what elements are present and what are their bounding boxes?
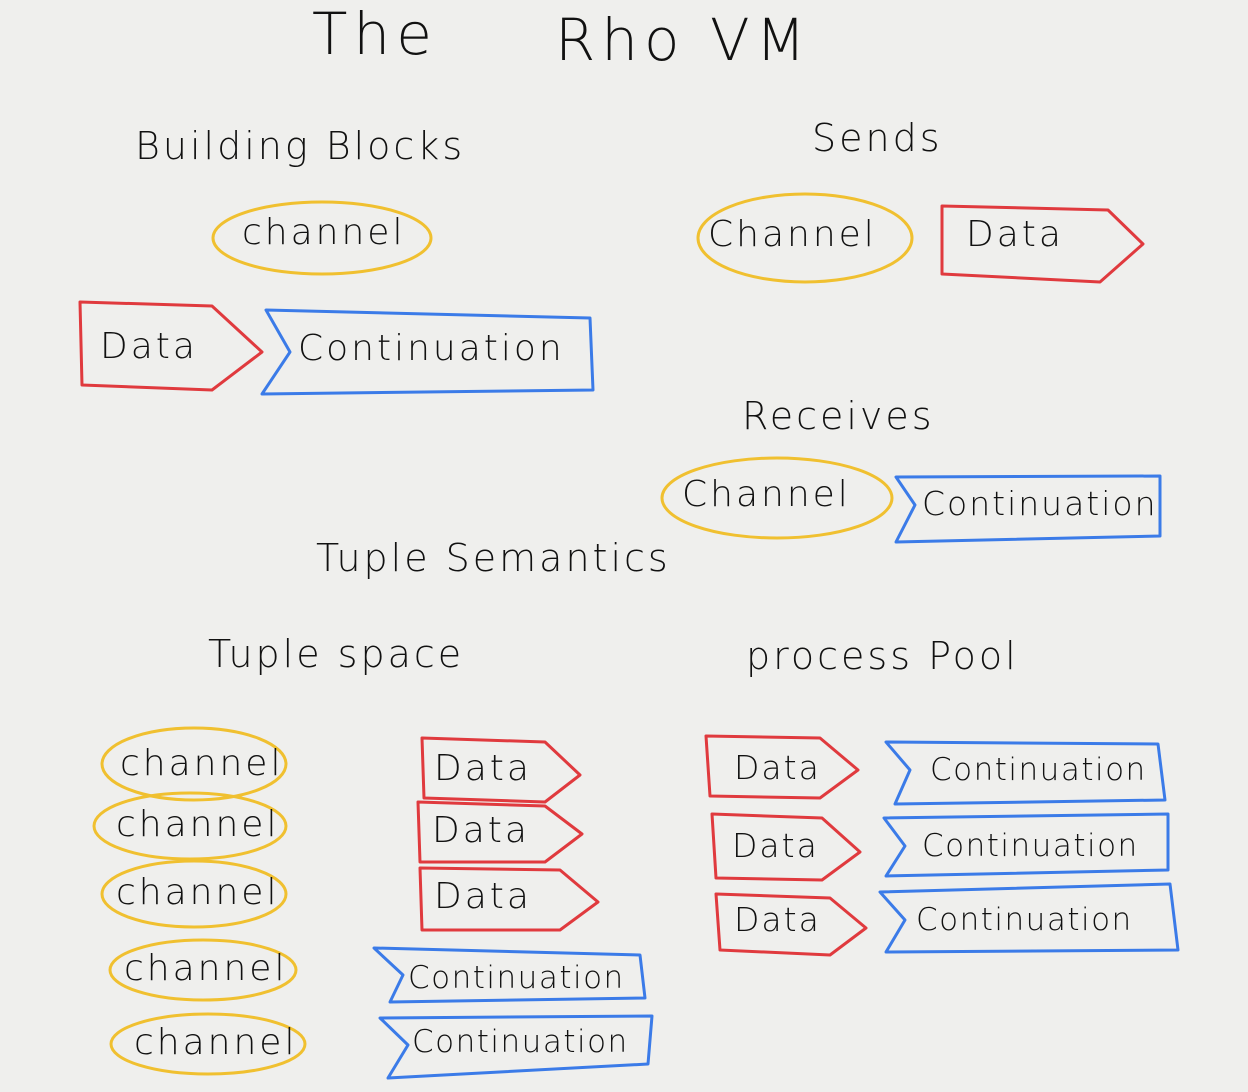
pp-continuation-label-1: Continuation [930, 752, 1147, 788]
heading-receives: Receives [742, 394, 935, 438]
heading-process-pool: process Pool [746, 634, 1019, 678]
sends-data-label: Data [966, 214, 1064, 255]
heading-tuple-space: Tuple space [208, 632, 465, 676]
data-arrow-building-blocks [78, 300, 264, 392]
continuation-box-ts-1 [372, 946, 647, 1004]
data-arrow-pp-1 [704, 734, 860, 800]
sends-channel-label: Channel [708, 214, 877, 255]
channel-ellipse-ts-4 [108, 938, 298, 1002]
channel-ellipse-receives [660, 456, 894, 540]
ts-continuation-label-2: Continuation [412, 1024, 629, 1060]
ts-data-label-3: Data [434, 876, 532, 917]
ts-data-label-1: Data [434, 748, 532, 789]
channel-ellipse-building-blocks [211, 200, 433, 276]
data-arrow-ts-2 [416, 800, 584, 864]
continuation-box-pp-1 [884, 740, 1167, 806]
heading-building-blocks: Building Blocks [135, 124, 466, 168]
bb-continuation-label: Continuation [298, 328, 565, 369]
ts-data-label-2: Data [432, 810, 530, 851]
heading-tuple-semantics: Tuple Semantics [316, 536, 671, 580]
bb-channel-label: channel [242, 212, 406, 253]
ts-continuation-label-1: Continuation [408, 960, 625, 996]
pp-continuation-label-2: Continuation [922, 828, 1139, 864]
bb-data-label: Data [100, 326, 198, 367]
receives-channel-label: Channel [682, 474, 851, 515]
pp-data-label-2: Data [732, 826, 819, 865]
pp-data-label-3: Data [734, 900, 821, 939]
channel-ellipse-ts-5 [109, 1012, 307, 1076]
channel-ellipse-sends [696, 192, 914, 284]
data-arrow-pp-2 [710, 812, 862, 882]
channel-ellipse-ts-1 [100, 726, 288, 802]
receives-continuation-label: Continuation [922, 484, 1158, 523]
ts-channel-label-3: channel [116, 872, 280, 913]
pp-data-label-1: Data [734, 748, 821, 787]
data-arrow-pp-3 [714, 892, 868, 957]
title-the: The [312, 0, 438, 68]
ts-channel-label-4: channel [124, 948, 288, 989]
data-arrow-ts-1 [420, 736, 582, 804]
continuation-box-pp-3 [878, 882, 1180, 954]
continuation-box-ts-2 [378, 1014, 654, 1080]
pp-continuation-label-3: Continuation [916, 902, 1133, 938]
data-arrow-ts-3 [418, 866, 600, 932]
ts-channel-label-1: channel [120, 743, 284, 784]
continuation-box-building-blocks [260, 308, 595, 396]
title-rho-vm: Rho VM [555, 6, 812, 74]
heading-sends: Sends [812, 116, 943, 160]
ts-channel-label-5: channel [134, 1022, 298, 1063]
ts-channel-label-2: channel [116, 804, 280, 845]
data-arrow-sends [940, 204, 1145, 284]
continuation-box-receives [894, 474, 1162, 544]
channel-ellipse-ts-3 [100, 859, 288, 929]
continuation-box-pp-2 [882, 812, 1170, 878]
channel-ellipse-ts-2 [92, 791, 288, 861]
